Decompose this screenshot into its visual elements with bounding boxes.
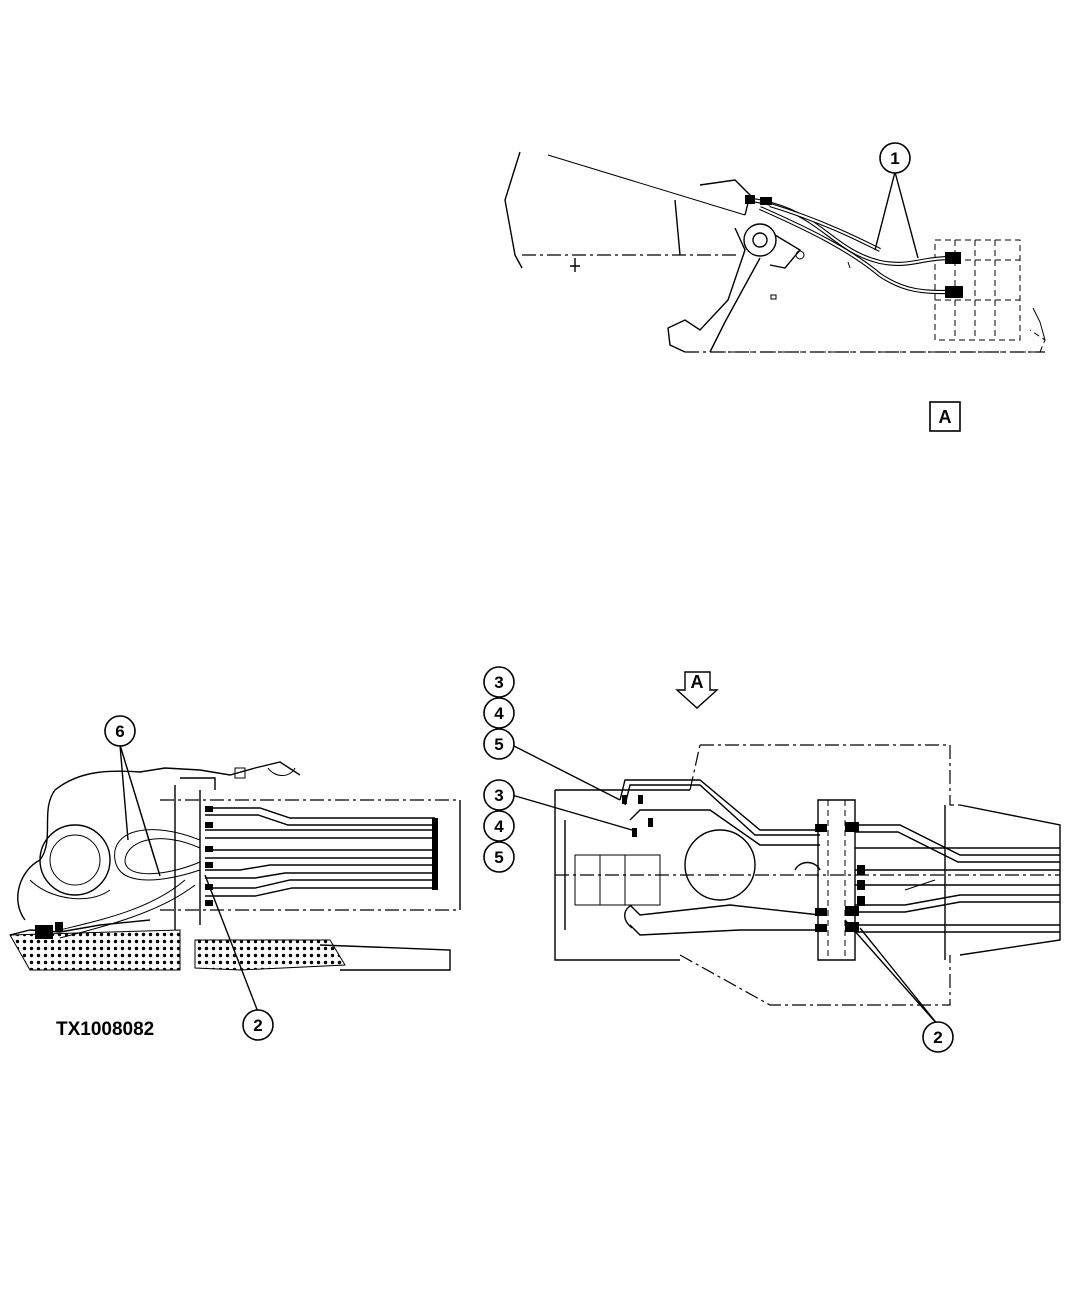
svg-text:2: 2 — [253, 1016, 262, 1035]
view-arrow-label: A — [691, 672, 704, 692]
svg-text:4: 4 — [494, 704, 504, 723]
callout-2-left: 2 — [242, 1009, 274, 1041]
view-a-label: A — [929, 401, 961, 432]
figure-id: TX1008082 — [56, 1019, 154, 1040]
callout-3-top: 3 — [483, 666, 515, 698]
svg-text:1: 1 — [890, 149, 899, 168]
callout-1: 1 — [879, 142, 911, 174]
callout-6: 6 — [104, 715, 136, 747]
lower-right-plan-view — [511, 671, 1061, 1026]
svg-text:3: 3 — [494, 673, 503, 692]
svg-text:A: A — [939, 407, 952, 427]
callout-4-top: 4 — [483, 697, 515, 729]
callout-3-bottom: 3 — [483, 779, 515, 811]
top-view-boom-elevation — [504, 151, 1046, 353]
callout-2-right: 2 — [922, 1021, 954, 1053]
svg-text:2: 2 — [933, 1028, 942, 1047]
svg-text:5: 5 — [494, 848, 503, 867]
svg-text:5: 5 — [494, 735, 503, 754]
callout-5-top: 5 — [483, 728, 515, 760]
callout-5-bottom: 5 — [483, 841, 515, 873]
lower-left-frame-view — [9, 744, 461, 1013]
svg-text:6: 6 — [115, 722, 124, 741]
callout-4-bottom: 4 — [483, 810, 515, 842]
svg-text:3: 3 — [494, 786, 503, 805]
svg-text:4: 4 — [494, 817, 504, 836]
